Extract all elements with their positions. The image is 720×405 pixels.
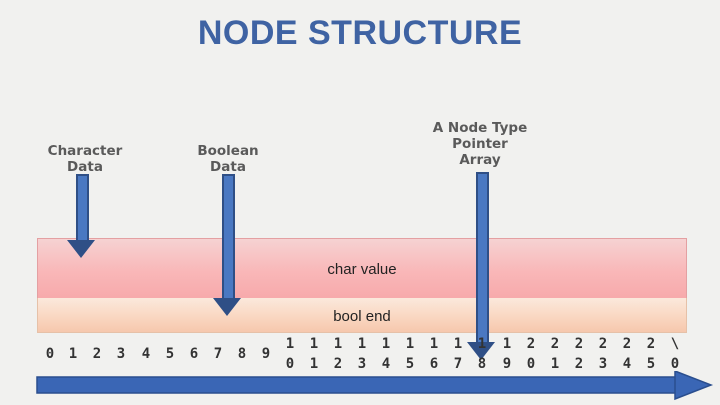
index-digit-bottom: 8 <box>477 356 487 372</box>
index-digit-bottom: 1 <box>309 356 319 372</box>
character-data-label-line2: Data <box>67 159 103 175</box>
index-digit: 0 <box>45 346 55 362</box>
bool-end-label: bool end <box>333 308 391 325</box>
pointer-array-label-line3: Array <box>459 152 501 168</box>
index-digit-top: 2 <box>622 336 632 352</box>
index-digit-bottom: 0 <box>285 356 295 372</box>
index-digit-top: 2 <box>646 336 656 352</box>
index-digit-bottom: 5 <box>405 356 415 372</box>
index-digit-bottom: 6 <box>429 356 439 372</box>
index-digit: 4 <box>141 346 151 362</box>
pointer-array-label-line1: A Node Type <box>432 120 528 136</box>
index-digit: 3 <box>116 346 126 362</box>
index-digit-bottom: 9 <box>502 356 512 372</box>
index-direction-arrow <box>36 371 714 401</box>
index-digit-top: 1 <box>453 336 463 352</box>
index-digit-bottom: 7 <box>453 356 463 372</box>
index-digit: 8 <box>237 346 247 362</box>
index-digit: 6 <box>189 346 199 362</box>
char-value-field: char value <box>37 238 687 300</box>
index-digit-bottom: 0 <box>526 356 536 372</box>
index-digit-top: 1 <box>502 336 512 352</box>
index-digit-top: 1 <box>285 336 295 352</box>
boolean-data-label-line1: Boolean <box>197 143 259 159</box>
pointer-array-label: A Node Type Pointer Array <box>425 120 535 168</box>
index-digit-top: 2 <box>526 336 536 352</box>
index-digit-bottom: 4 <box>622 356 632 372</box>
index-digit-bottom: 4 <box>381 356 391 372</box>
index-digit-bottom: 3 <box>357 356 367 372</box>
index-digit-top: 2 <box>550 336 560 352</box>
index-digit-top: 1 <box>381 336 391 352</box>
index-digit: 5 <box>165 346 175 362</box>
index-digit-top: 1 <box>333 336 343 352</box>
index-digit: 7 <box>213 346 223 362</box>
index-digit-top: 2 <box>574 336 584 352</box>
index-digit-bottom: 1 <box>550 356 560 372</box>
index-digit-top: 1 <box>309 336 319 352</box>
index-digit-top: 1 <box>357 336 367 352</box>
index-digit: 2 <box>92 346 102 362</box>
index-digit-top: \ <box>670 336 680 352</box>
index-digit-top: 2 <box>598 336 608 352</box>
index-digit-bottom: 0 <box>670 356 680 372</box>
index-digit-top: 1 <box>429 336 439 352</box>
index-digit-bottom: 5 <box>646 356 656 372</box>
index-digit-bottom: 2 <box>574 356 584 372</box>
char-value-label: char value <box>327 261 397 278</box>
index-digit-bottom: 2 <box>333 356 343 372</box>
pointer-array-label-line2: Pointer <box>452 136 508 152</box>
index-digit-bottom: 3 <box>598 356 608 372</box>
character-data-label-line1: Character <box>47 143 123 159</box>
index-digit: 1 <box>68 346 78 362</box>
character-data-label: Character Data <box>40 143 130 175</box>
boolean-data-label-line2: Data <box>210 159 246 175</box>
bool-end-field: bool end <box>37 298 687 333</box>
slide-title: NODE STRUCTURE <box>197 14 523 52</box>
index-digit: 9 <box>261 346 271 362</box>
index-digit-top: 1 <box>477 336 487 352</box>
index-digit-top: 1 <box>405 336 415 352</box>
boolean-data-label: Boolean Data <box>183 143 273 175</box>
